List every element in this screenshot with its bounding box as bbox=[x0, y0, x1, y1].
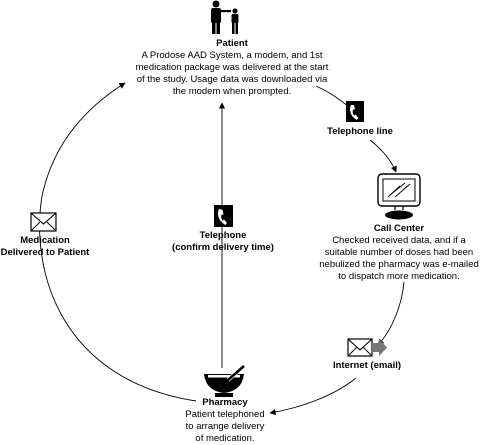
parent-child-icon bbox=[211, 0, 239, 34]
patient-desc-line-1: A Prodose AAD System, a modem, and 1st bbox=[141, 50, 323, 61]
call-center-desc-line-2: suitable number of doses had been bbox=[324, 247, 474, 258]
telephone-center-node: Telephone (confirm delivery time) bbox=[161, 230, 285, 254]
telephone-icon bbox=[214, 205, 233, 227]
patient-title: Patient bbox=[216, 38, 248, 49]
pharmacy-node: Pharmacy Patient telephoned to arrange d… bbox=[170, 397, 280, 445]
pharmacy-desc-line-1: Patient telephoned bbox=[185, 409, 265, 420]
call-center-desc-line-4: to dispatch more medication. bbox=[338, 271, 460, 282]
medication-delivered-line-2: Delivered to Patient bbox=[0, 247, 90, 258]
medication-delivered-line-1: Medication bbox=[20, 235, 70, 246]
arrow-patient-to-telephone-line bbox=[315, 85, 349, 107]
computer-monitor-icon bbox=[377, 173, 421, 220]
patient-desc-line-4: the modem when prompted. bbox=[172, 86, 292, 97]
email-envelope-icon bbox=[347, 338, 387, 357]
pharmacy-title: Pharmacy bbox=[202, 397, 248, 408]
telephone-line-label: Telephone line bbox=[327, 126, 393, 137]
call-center-desc-line-1: Checked received data, and if a bbox=[332, 235, 466, 246]
arrow-telephone-line-to-call-center bbox=[369, 139, 397, 173]
mortar-pestle-icon bbox=[204, 364, 246, 397]
arrow-internet-to-pharmacy bbox=[269, 377, 357, 416]
pharmacy-desc-line-3: of medication. bbox=[195, 433, 255, 444]
patient-node: Patient A Prodose AAD System, a modem, a… bbox=[116, 38, 348, 98]
medication-delivered-node: Medication Delivered to Patient bbox=[0, 235, 90, 259]
call-center-title: Call Center bbox=[373, 223, 425, 234]
patient-desc-line-3: of the study. Usage data was downloaded … bbox=[136, 74, 328, 85]
arrow-call-center-to-internet bbox=[377, 281, 405, 346]
patient-desc-line-2: medication package was delivered at the … bbox=[135, 62, 329, 73]
pharmacy-desc-line-2: to arrange delivery bbox=[185, 421, 265, 432]
call-center-desc-line-3: nebulized the pharmacy was e-mailed bbox=[319, 259, 479, 270]
telephone-icon bbox=[346, 101, 364, 122]
internet-label: Internet (email) bbox=[332, 360, 402, 371]
telephone-center-line-1: Telephone bbox=[199, 230, 247, 241]
telephone-center-line-2: (confirm delivery time) bbox=[172, 242, 274, 253]
call-center-node: Call Center Checked received data, and i… bbox=[318, 223, 480, 283]
envelope-icon bbox=[30, 212, 57, 232]
